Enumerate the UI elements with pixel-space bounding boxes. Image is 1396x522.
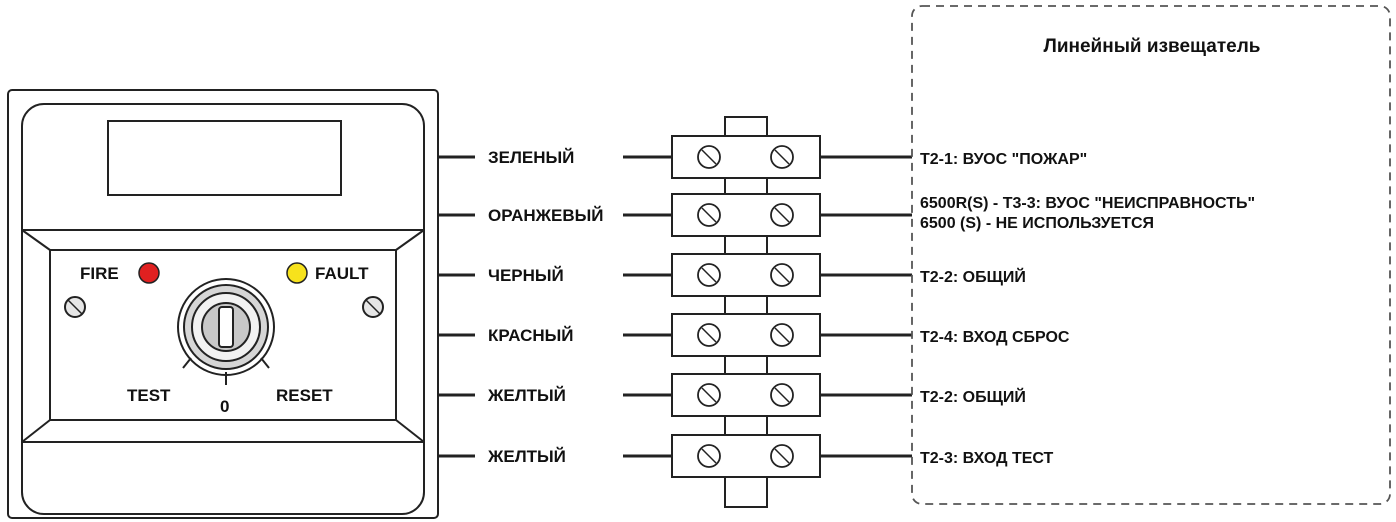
key-switch[interactable] <box>177 278 275 385</box>
switch-label-test: TEST <box>127 386 171 405</box>
terminal-screw-icon <box>770 145 794 169</box>
control-panel <box>7 89 439 519</box>
fire-label: FIRE <box>80 264 119 283</box>
wire-color-label: ЖЕЛТЫЙ <box>487 386 566 405</box>
fault-led-icon <box>286 262 308 284</box>
detector-terminal-label: T2-2: ОБЩИЙ <box>920 387 1026 406</box>
terminal-screw-icon <box>770 203 794 227</box>
terminal-screw-icon <box>697 203 721 227</box>
panel-display-window <box>107 120 342 196</box>
detector-terminal-label: 6500R(S) - T3-3: ВУОС "НЕИСПРАВНОСТЬ" <box>920 195 1255 212</box>
wire-color-label: ЖЕЛТЫЙ <box>487 447 566 466</box>
terminal-rows <box>671 135 821 478</box>
terminal-screw-icon <box>697 323 721 347</box>
terminal-row <box>671 313 821 357</box>
wire-color-label: КРАСНЫЙ <box>488 326 574 345</box>
fault-indicator: FAULT <box>286 262 369 284</box>
switch-label-reset: RESET <box>276 386 333 405</box>
detector-terminal-label: T2-1: ВУОС "ПОЖАР" <box>920 151 1087 168</box>
detector-terminal-label: 6500 (S) - НЕ ИСПОЛЬЗУЕТСЯ <box>920 215 1154 232</box>
terminal-screw-icon <box>697 263 721 287</box>
fire-indicator: FIRE <box>80 262 160 284</box>
terminal-row <box>671 434 821 478</box>
panel-screw-left <box>64 296 86 318</box>
wire-group: ЗЕЛЕНЫЙ ОРАНЖЕВЫЙ ЧЕРНЫЙ КРАСНЫЙ ЖЕЛТЫЙ ЖЕЛТЫ… <box>438 148 912 466</box>
terminal-screw-icon <box>697 145 721 169</box>
terminal-row <box>671 373 821 417</box>
detector-terminal-label: T2-2: ОБЩИЙ <box>920 267 1026 286</box>
terminal-screw-icon <box>697 383 721 407</box>
panel-screw-right <box>362 296 384 318</box>
wire-color-label: ЧЕРНЫЙ <box>488 266 564 285</box>
detector-terminal-labels: T2-1: ВУОС "ПОЖАР" 6500R(S) - T3-3: ВУОС … <box>920 151 1255 467</box>
terminal-screw-icon <box>770 323 794 347</box>
detector-title: Линейный извещатель <box>1044 36 1261 57</box>
detector-box <box>911 5 1391 505</box>
detector-terminal-label: T2-4: ВХОД СБРОС <box>920 329 1070 346</box>
wire-color-label: ОРАНЖЕВЫЙ <box>488 206 603 225</box>
switch-label-zero: 0 <box>220 397 229 416</box>
terminal-row <box>671 253 821 297</box>
terminal-screw-icon <box>697 444 721 468</box>
terminal-row <box>671 193 821 237</box>
detector-terminal-label: T2-3: ВХОД ТЕСТ <box>920 450 1054 467</box>
terminal-row <box>671 135 821 179</box>
terminal-screw-icon <box>770 263 794 287</box>
terminal-screw-icon <box>770 383 794 407</box>
fault-label: FAULT <box>315 264 369 283</box>
terminal-screw-icon <box>770 444 794 468</box>
fire-led-icon <box>138 262 160 284</box>
wire-color-label: ЗЕЛЕНЫЙ <box>488 148 574 167</box>
